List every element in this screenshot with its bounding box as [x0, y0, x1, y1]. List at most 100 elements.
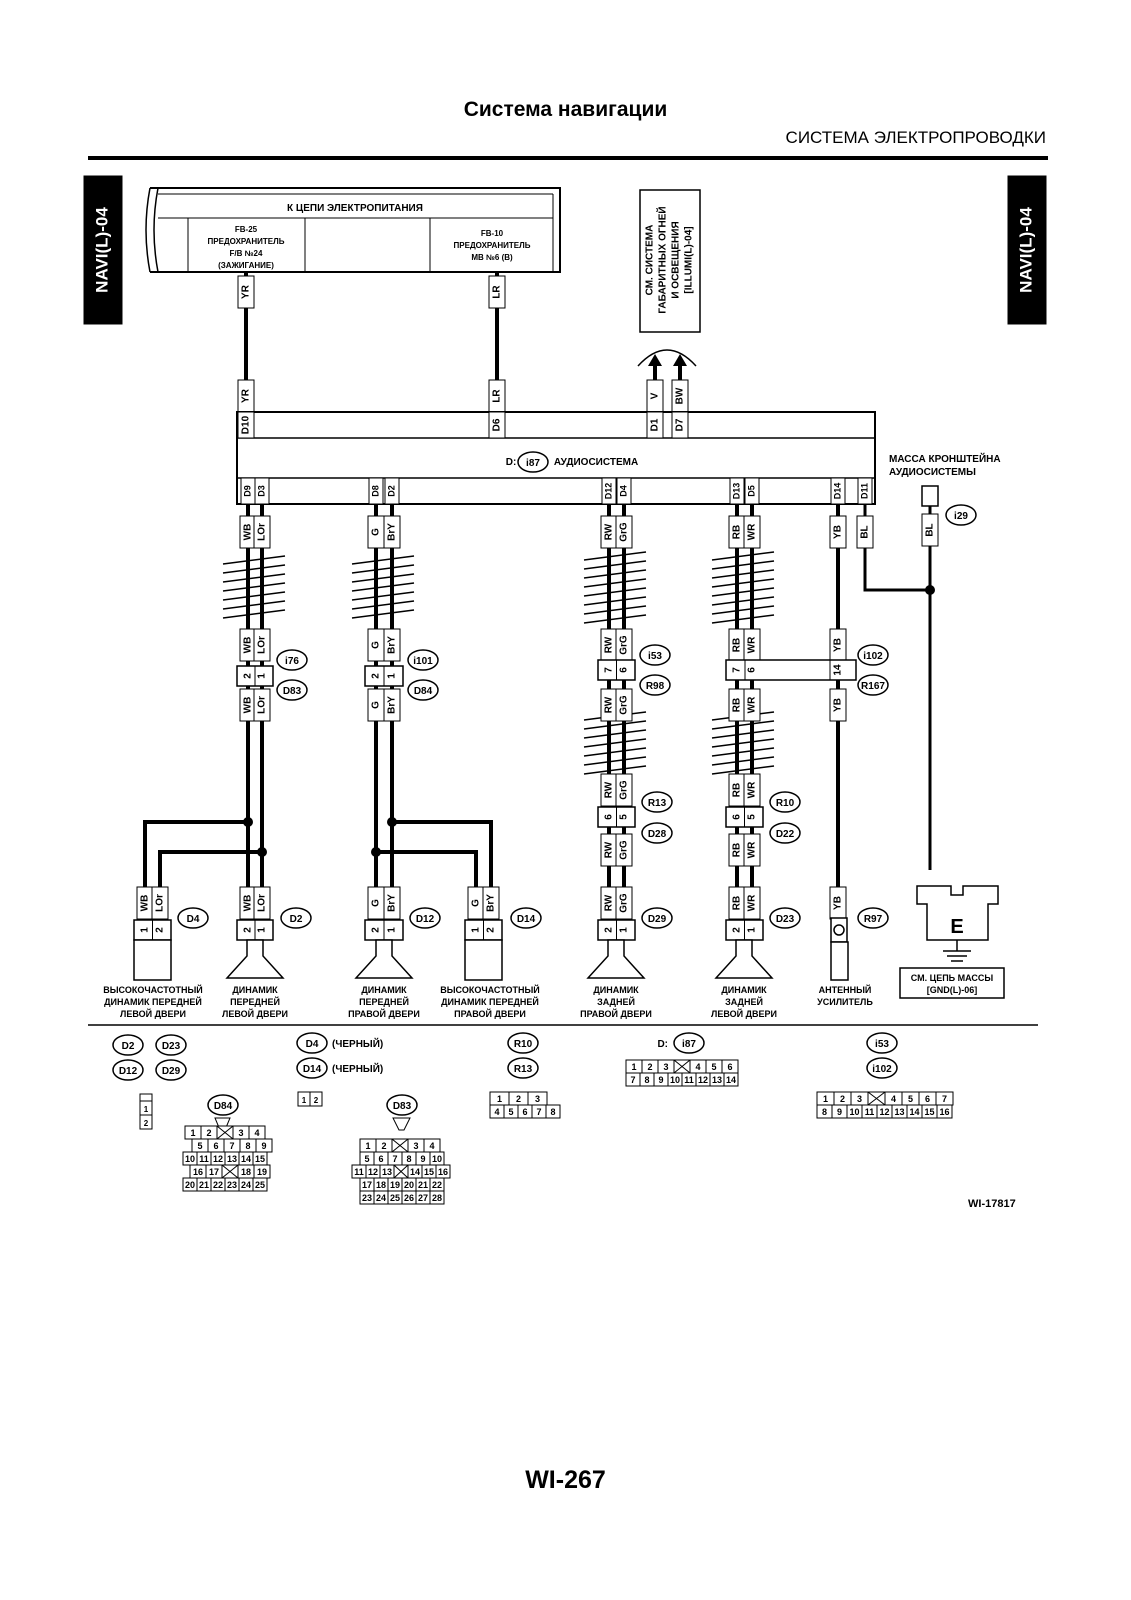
- page-title: Система навигации: [463, 98, 668, 121]
- grid-d84-pin: 6: [213, 1141, 218, 1151]
- grid-i87-bottom-pin: 9: [658, 1075, 663, 1085]
- wire-color-label: BrY: [387, 523, 398, 541]
- wire-color-label: LOr: [257, 523, 268, 541]
- arrow-arc: [637, 349, 697, 367]
- component-name: ДИНАМИК: [361, 985, 407, 995]
- wire-color-label: LOr: [155, 894, 166, 912]
- grid-d84-pin: 15: [255, 1154, 265, 1164]
- blank-cell-x: [216, 1125, 234, 1140]
- component-name: УСИЛИТЕЛЬ: [817, 997, 873, 1007]
- legend-d83-label: D83: [393, 1101, 412, 1112]
- wire-color-label: WB: [243, 637, 254, 654]
- wire-color-label: RW: [604, 894, 615, 911]
- grid-i87-bottom-pin: 8: [644, 1075, 649, 1085]
- grid-d83-pin: 18: [376, 1180, 386, 1190]
- grid-d84-pin: 20: [185, 1180, 195, 1190]
- wire-color-label: BrY: [387, 696, 398, 714]
- grid-d84-pin: 7: [229, 1141, 234, 1151]
- grid-d83-pin: 3: [413, 1141, 418, 1151]
- wire-label-box: [237, 275, 255, 309]
- twist-mark: [711, 738, 775, 748]
- twist-mark: [351, 609, 415, 619]
- pin-number: 5: [619, 814, 630, 820]
- grid-i53-bottom-pin: 8: [822, 1107, 827, 1117]
- pin-number: 7: [604, 667, 615, 673]
- bracket-ground-label: АУДИОСИСТЕМЫ: [889, 467, 976, 478]
- pin-label: D14: [832, 483, 842, 500]
- grid-d83-pin: 23: [362, 1193, 372, 1203]
- ground-terminal: [921, 485, 939, 507]
- grid-d84-pin: 8: [245, 1141, 250, 1151]
- grid-d84-pin: 14: [241, 1154, 251, 1164]
- twist-mark: [711, 756, 775, 766]
- wire-color-label: WR: [747, 781, 758, 798]
- pin-number: 5: [747, 814, 758, 820]
- wire-color-label: GrG: [619, 522, 630, 542]
- grid-d83-pin: 17: [362, 1180, 372, 1190]
- wire-color-label: RW: [604, 636, 615, 653]
- pin-label: D6: [492, 418, 503, 431]
- wire-color-label: GrG: [619, 635, 630, 655]
- audio-connector-label: i87: [526, 458, 540, 469]
- twist-mark: [711, 720, 775, 730]
- wire-color-label: BrY: [387, 636, 398, 654]
- wire-label-box: [829, 515, 847, 549]
- twist-mark: [583, 569, 647, 579]
- wire-branch: [143, 820, 248, 900]
- conn-d23-label: D23: [776, 914, 795, 925]
- component-name: ПРАВОЙ ДВЕРИ: [580, 1008, 652, 1019]
- wire-label-box: [482, 886, 500, 920]
- conn-i76-oval: [276, 649, 308, 671]
- splice-dot: [371, 847, 381, 857]
- illumi-ref-text: [ILLUMI(L)-04]: [684, 226, 695, 293]
- speaker-body: [586, 939, 646, 979]
- tweeter-body: [464, 939, 503, 981]
- conn-d12-oval: [409, 907, 441, 929]
- wire-color-label: YR: [241, 388, 252, 403]
- antenna-connector-pin: [833, 924, 845, 936]
- conn-i101-oval: [407, 649, 439, 671]
- grid-d83-pin: 24: [376, 1193, 386, 1203]
- twist-mark: [351, 573, 415, 583]
- component-name: ПЕРЕДНЕЙ: [359, 996, 409, 1007]
- pin-number: 14: [833, 664, 844, 676]
- wire-color-label: G: [371, 899, 382, 907]
- conn-i102-label: i102: [863, 651, 883, 662]
- pin-number: 6: [604, 814, 615, 820]
- twist-mark: [583, 551, 647, 561]
- conn-d84-label: D84: [414, 686, 433, 697]
- side-tab: [1007, 175, 1047, 325]
- legend-black-note: (ЧЕРНЫЙ): [332, 1062, 383, 1075]
- legend-d29-oval: [155, 1059, 187, 1081]
- twist-mark: [222, 591, 286, 601]
- conn-d22-label: D22: [776, 829, 795, 840]
- tweeter-body: [133, 939, 172, 981]
- conn-d23-oval: [769, 907, 801, 929]
- grid-d83-cell: [429, 1190, 445, 1205]
- ground-terminal-label-oval: [945, 504, 977, 526]
- wire-color-label: G: [371, 701, 382, 709]
- grid-i53-top-pin: 3: [857, 1094, 862, 1104]
- component-name: ВЫСОКОЧАСТОТНЫЙ: [440, 984, 540, 995]
- grid-d83-pin: 8: [406, 1154, 411, 1164]
- legend-d12-label: D12: [119, 1066, 138, 1077]
- legend-d23-oval: [155, 1034, 187, 1056]
- grid-i53-bottom-cell: [936, 1104, 953, 1119]
- splice-dot: [387, 817, 397, 827]
- pin-number: 2: [243, 673, 254, 679]
- grid-d83-pin: 12: [368, 1167, 378, 1177]
- grid-i87-bottom-pin: 11: [684, 1075, 694, 1085]
- twist-mark: [583, 587, 647, 597]
- grid-i53-bottom-pin: 16: [939, 1107, 949, 1117]
- twist-mark: [351, 555, 415, 565]
- legend-i53-oval: [866, 1032, 898, 1054]
- grid-d84-pin: 13: [227, 1154, 237, 1164]
- twist-mark: [351, 591, 415, 601]
- grid-d84-pin: 4: [254, 1128, 259, 1138]
- legend-d84-label: D84: [214, 1101, 233, 1112]
- wire-color-label: LOr: [257, 696, 268, 714]
- grid-i53-top-pin: 5: [908, 1094, 913, 1104]
- wire-color-label: V: [650, 392, 661, 399]
- pin-number: 2: [604, 927, 615, 933]
